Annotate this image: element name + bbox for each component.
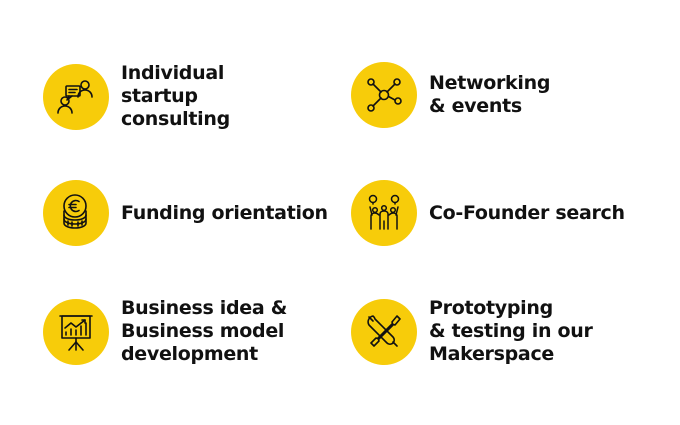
service-item-cofounder: Co-Founder search (351, 180, 625, 246)
service-item-networking: Networking & events (351, 62, 550, 128)
service-label: Prototyping & testing in our Makerspace (429, 297, 593, 365)
service-label: Individual startup consulting (121, 62, 230, 130)
service-item-funding: Funding orientation (43, 180, 328, 246)
network-nodes-icon (351, 62, 417, 128)
service-label: Networking & events (429, 72, 551, 117)
service-item-prototyping: Prototyping & testing in our Makerspace (351, 297, 593, 366)
service-item-consulting: Individual startup consulting (43, 62, 230, 131)
consulting-chat-icon (43, 63, 109, 130)
service-item-business-idea: Business idea & Business model developme… (43, 297, 287, 366)
euro-coins-icon (43, 180, 109, 246)
service-label: Business idea & Business model developme… (121, 297, 287, 365)
service-label: Co-Founder search (429, 201, 625, 224)
service-label: Funding orientation (121, 201, 328, 224)
tools-icon (351, 298, 417, 365)
presentation-chart-icon (43, 298, 109, 365)
team-ideas-icon (351, 180, 417, 246)
